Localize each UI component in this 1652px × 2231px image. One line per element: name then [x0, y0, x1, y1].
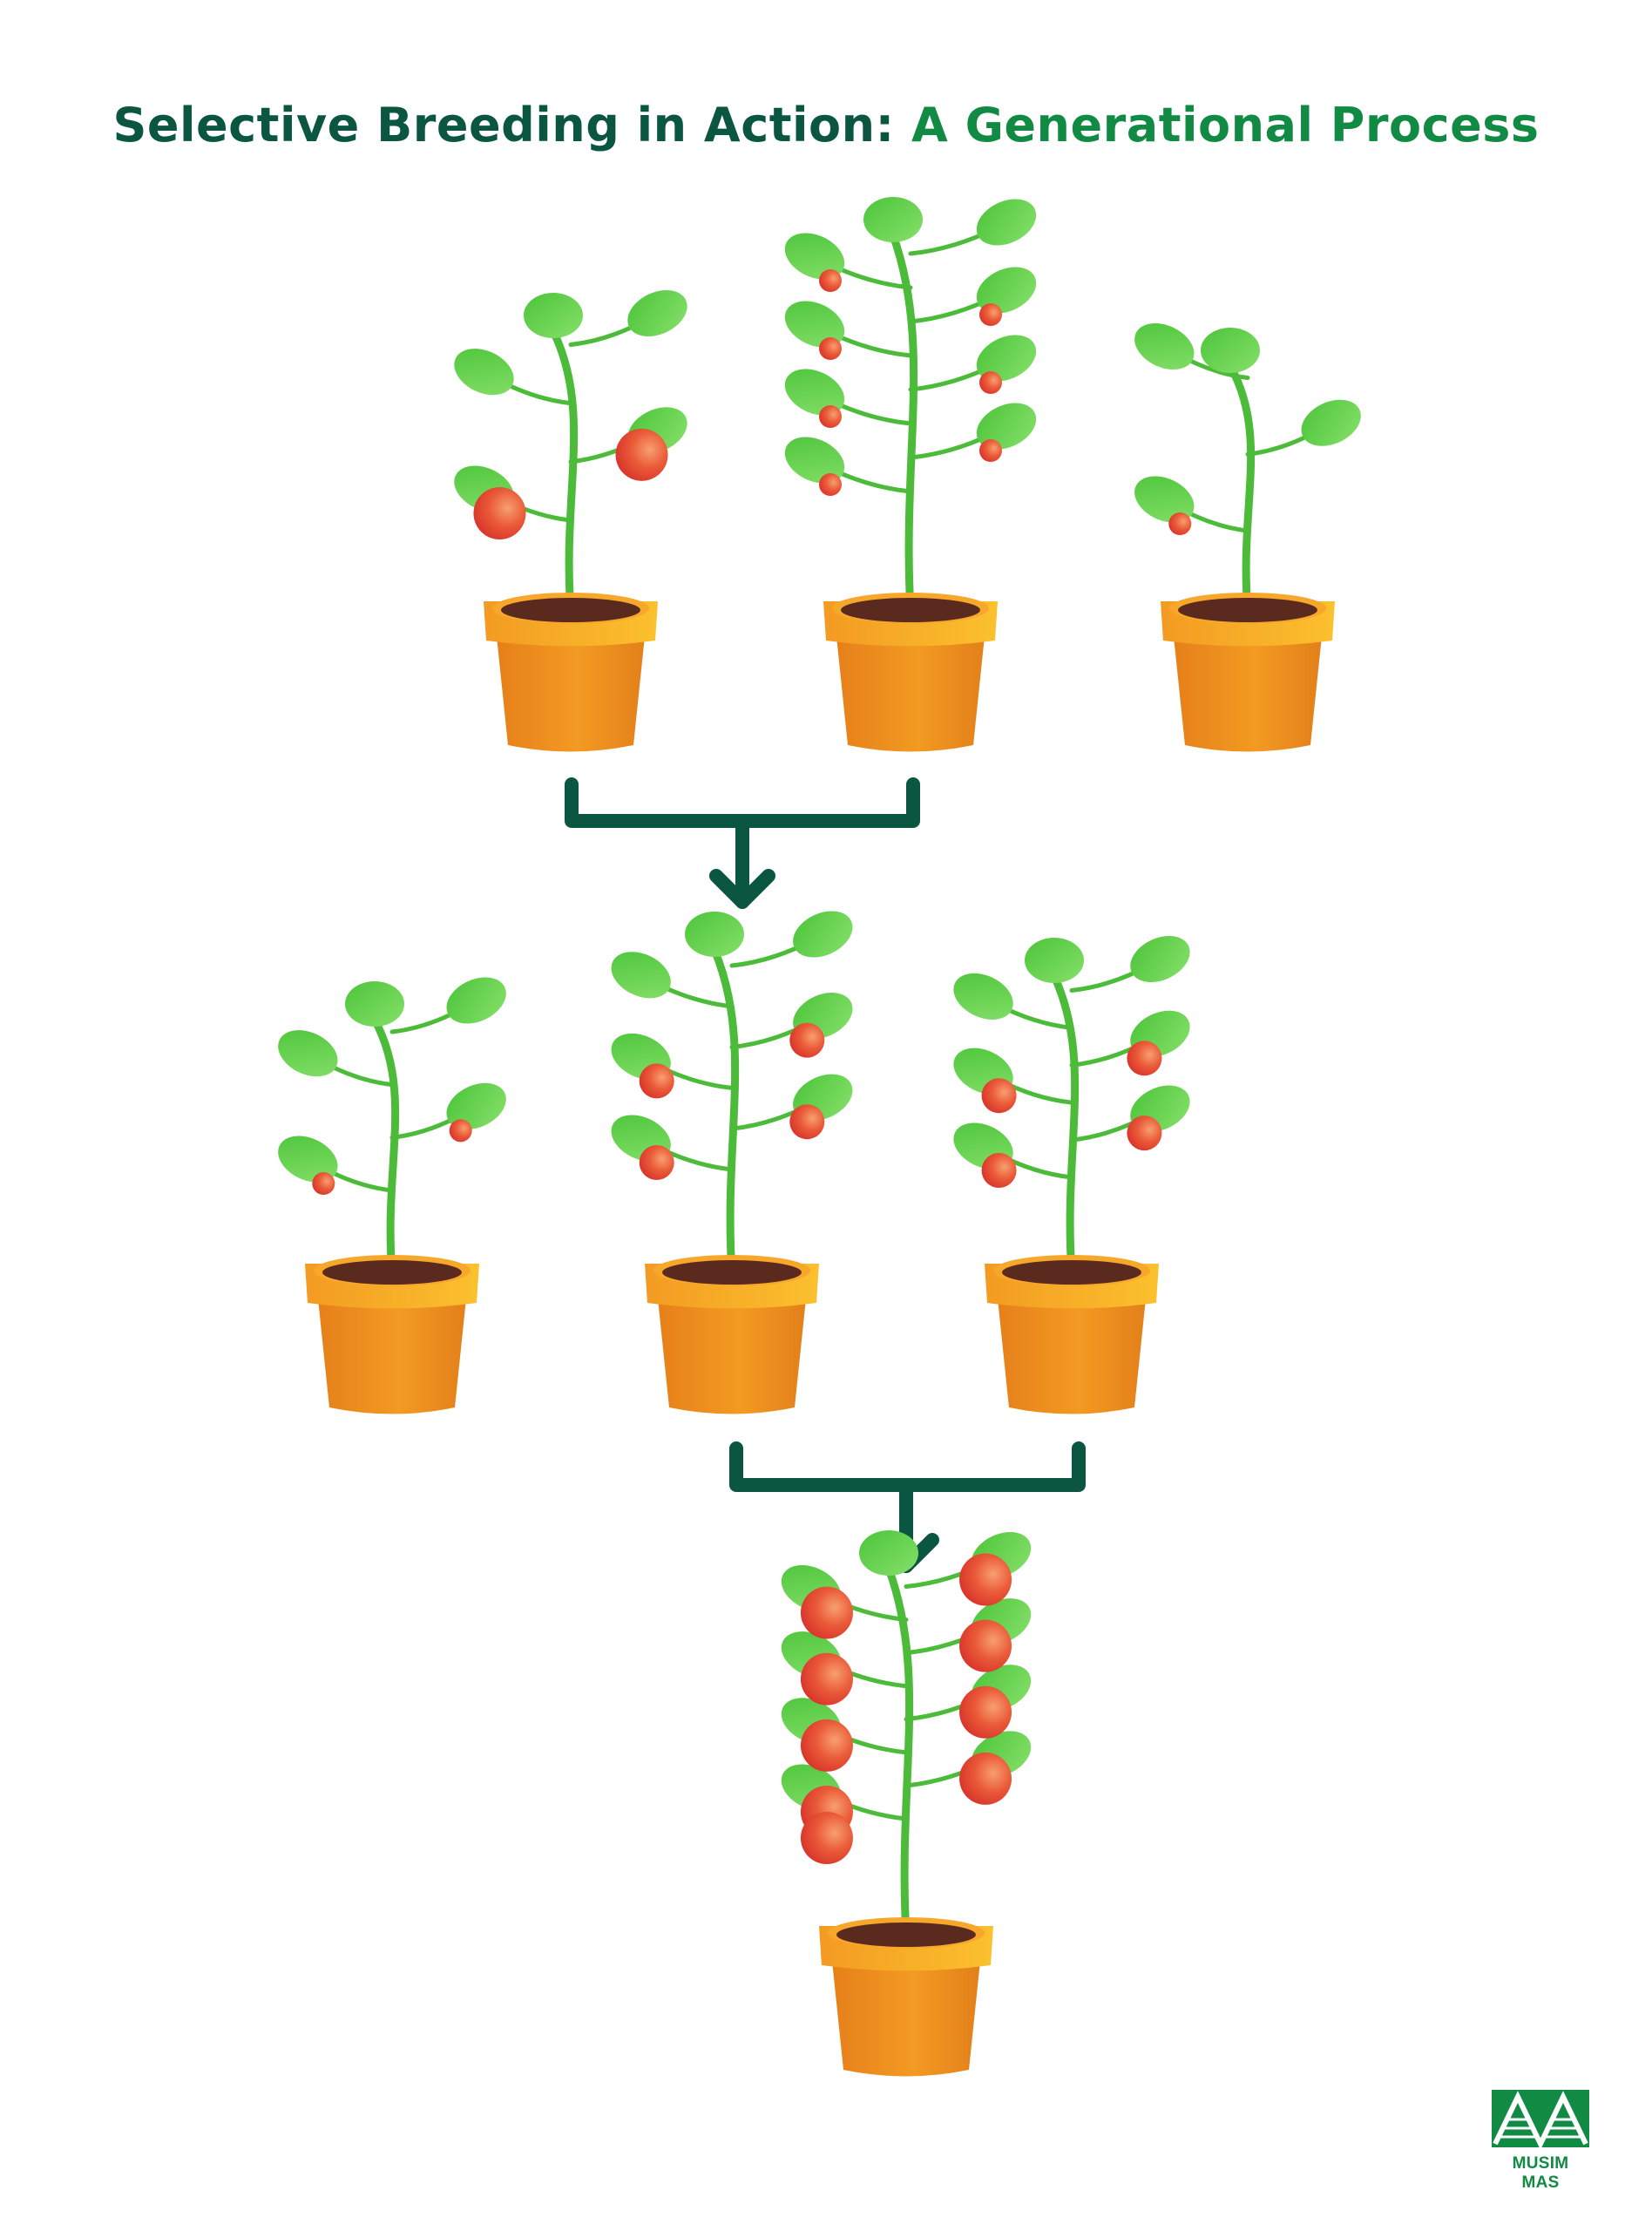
soil — [662, 1260, 802, 1285]
tomato-icon — [1127, 1116, 1162, 1151]
tomato-icon — [800, 1719, 853, 1772]
soil — [322, 1260, 462, 1285]
leaf-icon — [1025, 938, 1084, 983]
pot-icon — [832, 1961, 980, 2077]
tomato-icon — [312, 1172, 335, 1195]
page-title: Selective Breeding in Action: A Generati… — [0, 98, 1652, 153]
tomato-icon — [959, 1685, 1012, 1739]
leaf-icon — [784, 233, 845, 280]
leaf-icon — [446, 977, 506, 1024]
leaf-icon — [278, 1030, 338, 1077]
pot-icon — [318, 1299, 466, 1414]
potted-plant — [1134, 322, 1361, 752]
potted-plant — [781, 1530, 1032, 2077]
tomato-icon — [449, 1119, 472, 1143]
potted-plant — [454, 289, 687, 752]
leaf-icon — [1134, 476, 1195, 523]
leaf-icon — [524, 293, 583, 338]
tomato-icon — [789, 1022, 825, 1058]
leaf-icon — [784, 369, 845, 416]
tomato-icon — [979, 371, 1002, 394]
tomato-icon — [800, 1652, 853, 1705]
pot-icon — [1174, 636, 1322, 752]
leaf-icon — [1130, 935, 1190, 983]
leaf-icon — [976, 199, 1037, 246]
tomato-icon — [639, 1063, 674, 1099]
potted-plant — [953, 935, 1190, 1414]
tomato-icon — [1127, 1041, 1162, 1076]
tomato-icon — [800, 1586, 853, 1639]
tomato-icon — [981, 1153, 1017, 1188]
soil — [841, 598, 980, 622]
logo-mark-icon — [1492, 2090, 1589, 2150]
leaf-icon — [976, 335, 1037, 382]
leaf-icon — [278, 1136, 338, 1183]
leaf-icon — [976, 267, 1037, 314]
tomato-icon — [819, 269, 842, 292]
leaf-icon — [1301, 399, 1361, 446]
leaf-icon — [685, 912, 744, 957]
soil — [1178, 598, 1317, 622]
tomato-icon — [959, 1553, 1012, 1606]
logo-text: MUSIM MAS — [1512, 2154, 1569, 2192]
pot-icon — [836, 636, 985, 752]
leaf-icon — [454, 349, 514, 396]
leaf-icon — [1134, 322, 1195, 370]
leaf-icon — [793, 911, 853, 958]
tomato-icon — [473, 487, 526, 539]
leaf-icon — [953, 973, 1013, 1020]
potted-plant — [278, 977, 506, 1414]
tomato-icon — [979, 439, 1002, 462]
tomato-icon — [959, 1752, 1012, 1805]
leaf-icon — [784, 437, 845, 484]
pot-icon — [497, 636, 645, 752]
tomato-icon — [819, 473, 842, 496]
potted-plant — [784, 197, 1037, 752]
tomato-icon — [615, 428, 668, 481]
soil — [1002, 1260, 1141, 1285]
leaf-icon — [627, 289, 687, 337]
pot-icon — [658, 1299, 806, 1414]
tomato-icon — [1168, 512, 1192, 535]
leaf-icon — [611, 952, 671, 999]
leaf-icon — [345, 981, 404, 1027]
tomato-icon — [819, 405, 842, 428]
leaf-icon — [784, 301, 845, 348]
leaf-icon — [976, 403, 1037, 450]
title-part-1: Selective Breeding in Action: — [112, 98, 895, 153]
tomato-icon — [819, 337, 842, 360]
tomato-icon — [979, 303, 1002, 326]
tomato-icon — [959, 1619, 1012, 1672]
tomato-icon — [800, 1812, 853, 1864]
title-part-2: A Generational Process — [911, 98, 1540, 153]
musim-mas-logo: MUSIM MAS — [1492, 2090, 1589, 2193]
tomato-icon — [981, 1078, 1017, 1114]
connector-gen1-to-gen2 — [565, 777, 920, 909]
soil — [836, 1922, 976, 1947]
pot-icon — [998, 1299, 1146, 1414]
plants-layer — [278, 197, 1361, 2077]
potted-plant — [611, 911, 853, 1414]
tomato-icon — [639, 1145, 674, 1180]
soil — [501, 598, 640, 622]
leaf-icon — [859, 1530, 918, 1576]
tomato-icon — [789, 1104, 825, 1140]
leaf-icon — [863, 197, 923, 242]
leaf-icon — [446, 1082, 506, 1129]
leaf-icon — [1201, 328, 1260, 373]
